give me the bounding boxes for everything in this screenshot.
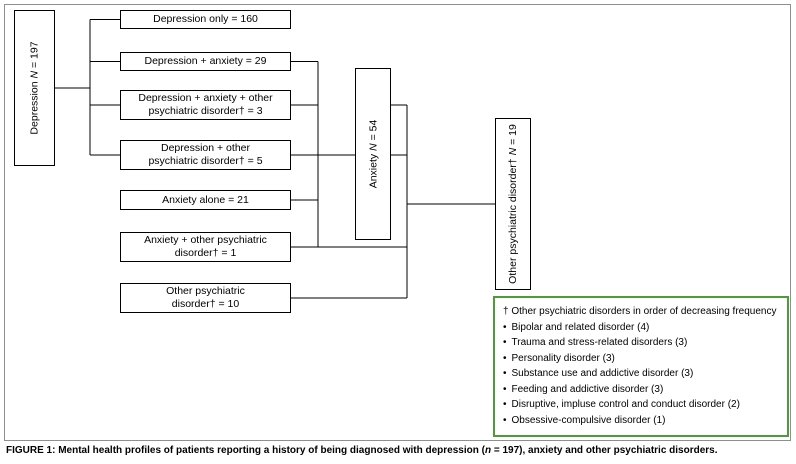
box-label: Other psychiatric disorder†: [507, 155, 520, 284]
box-label: Depression: [28, 78, 41, 135]
bullet-icon: •: [503, 352, 507, 364]
vertical-label: Anxiety N = 54: [367, 120, 379, 189]
anxiety-total-box: Anxiety N = 54: [355, 68, 391, 240]
branch-box-anxiety-other: Anxiety + other psychiatric disorder† = …: [120, 232, 291, 262]
box-label: Depression + anxiety + other: [138, 92, 273, 104]
branch-box-anxiety-alone: Anxiety alone = 21: [120, 190, 291, 210]
box-label: = 197: [28, 41, 41, 71]
box-label: Depression + anxiety = 29: [144, 55, 267, 67]
legend-item-label: Disruptive, impluse control and conduct …: [511, 399, 740, 410]
legend-item: • Bipolar and related disorder (4): [503, 320, 779, 336]
vertical-label: Depression N = 197: [29, 41, 41, 134]
vertical-label: Other psychiatric disorder† N = 19: [507, 124, 519, 284]
branch-box-depression-anxiety: Depression + anxiety = 29: [120, 52, 291, 71]
figure-caption-text: Mental health profiles of patients repor…: [55, 445, 485, 456]
box-label: psychiatric disorder† = 3: [148, 105, 263, 117]
figure-border: [4, 4, 791, 441]
depression-total-box: Depression N = 197: [14, 10, 55, 166]
branch-box-depression-only: Depression only = 160: [120, 10, 291, 29]
bullet-icon: •: [503, 321, 507, 333]
box-label: Anxiety + other psychiatric: [144, 234, 267, 246]
legend-title: † Other psychiatric disorders in order o…: [503, 306, 777, 317]
n-symbol: N: [367, 143, 380, 151]
bullet-icon: •: [503, 337, 507, 348]
box-label: Depression only = 160: [153, 13, 258, 25]
box-label: = 54: [367, 119, 380, 144]
legend-item-label: Personality disorder (3): [511, 352, 615, 364]
other-psychiatric-total-box: Other psychiatric disorder† N = 19: [495, 118, 531, 290]
branch-box-other-psychiatric: Other psychiatric disorder† = 10: [120, 283, 291, 313]
legend-item: • Obsessive-compulsive disorder (1): [503, 413, 779, 429]
box-label: = 19: [507, 124, 520, 148]
box-label: Depression + other: [160, 142, 250, 154]
n-symbol: N: [507, 147, 520, 156]
legend-item-label: Obsessive-compulsive disorder (1): [511, 414, 666, 426]
bullet-icon: •: [503, 399, 507, 410]
bullet-icon: •: [503, 368, 507, 379]
legend-box: † Other psychiatric disorders in order o…: [493, 296, 789, 437]
box-label: Anxiety: [367, 150, 380, 189]
legend-item: • Disruptive, impluse control and conduc…: [503, 397, 779, 413]
legend-item-label: Substance use and addictive disorder (3): [511, 368, 694, 379]
figure-caption-text: = 197), anxiety and other psychiatric di…: [491, 445, 718, 456]
legend-item: • Personality disorder (3): [503, 351, 779, 367]
legend-item-label: Bipolar and related disorder (4): [511, 321, 650, 333]
legend-item: • Trauma and stress-related disorders (3…: [503, 335, 779, 351]
box-label: psychiatric disorder† = 5: [148, 155, 263, 167]
legend-item: • Feeding and addictive disorder (3): [503, 382, 779, 398]
legend-item-label: Feeding and addictive disorder (3): [511, 383, 664, 395]
box-label: Anxiety alone = 21: [162, 193, 249, 206]
box-label: Other psychiatric: [166, 285, 245, 297]
branch-box-depression-other: Depression + other psychiatric disorder†…: [120, 140, 291, 170]
box-label: disorder† = 1: [174, 247, 237, 259]
legend-item-label: Trauma and stress-related disorders (3): [511, 337, 688, 348]
n-symbol: N: [28, 70, 41, 79]
bullet-icon: •: [503, 383, 507, 395]
figure-caption-label: FIGURE 1:: [6, 445, 56, 456]
branch-box-depression-anxiety-other: Depression + anxiety + other psychiatric…: [120, 90, 291, 120]
n-symbol: n: [484, 445, 492, 456]
bullet-icon: •: [503, 414, 507, 426]
box-label: disorder† = 10: [171, 298, 240, 310]
legend-item: • Substance use and addictive disorder (…: [503, 366, 779, 382]
figure-caption: FIGURE 1: Mental health profiles of pati…: [6, 445, 718, 456]
